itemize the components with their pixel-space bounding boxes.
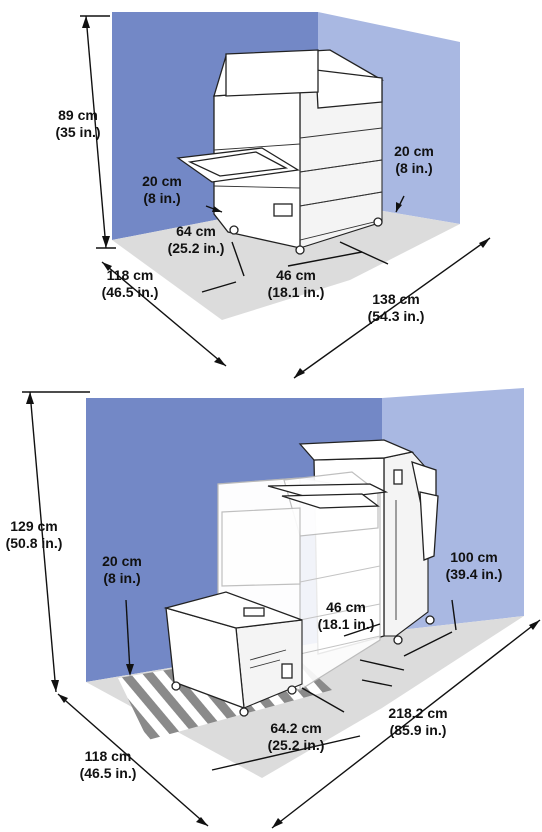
bottom-tray-depth-label: 64.2 cm — [270, 720, 321, 736]
top-right-clearance-label: 20 cm — [394, 143, 434, 159]
bottom-printer-width-label: 46 cm — [326, 599, 366, 615]
bottom-height-inch-label: (50.8 in.) — [6, 535, 63, 551]
top-dimensions — [80, 15, 491, 379]
top-labels: 89 cm (35 in.) 20 cm (8 in.) 20 cm (8 in… — [55, 107, 433, 324]
bottom-width-label: 218.2 cm — [388, 705, 447, 721]
top-width-inch-label: (54.3 in.) — [368, 308, 425, 324]
bottom-labels: 129 cm (50.8 in.) 20 cm (8 in.) 100 cm (… — [6, 518, 503, 781]
bottom-tray-depth-inch-label: (25.2 in.) — [268, 737, 325, 753]
top-floor — [112, 200, 460, 320]
top-tray-depth-label: 64 cm — [176, 223, 216, 239]
bottom-cart — [163, 591, 303, 717]
top-printer-width-label: 46 cm — [276, 267, 316, 283]
bottom-width-inch-label: (85.9 in.) — [390, 722, 447, 738]
bottom-left-clearance-label: 20 cm — [102, 553, 142, 569]
top-printer-width-inch-label: (18.1 in.) — [268, 284, 325, 300]
top-height-inch-label: (35 in.) — [55, 124, 100, 140]
bottom-finisher-clearance-label: 100 cm — [450, 549, 497, 565]
top-right-clearance-inch-label: (8 in.) — [395, 160, 432, 176]
bottom-left-clearance-inch-label: (8 in.) — [103, 570, 140, 586]
top-height-label: 89 cm — [58, 107, 98, 123]
bottom-printer-width-inch-label: (18.1 in.) — [318, 616, 375, 632]
top-printer — [176, 49, 385, 255]
top-left-clearance-inch-label: (8 in.) — [143, 190, 180, 206]
top-depth-inch-label: (46.5 in.) — [102, 284, 159, 300]
top-left-clearance-label: 20 cm — [142, 173, 182, 189]
bottom-finisher-clearance-inch-label: (39.4 in.) — [446, 566, 503, 582]
top-depth-label: 118 cm — [107, 267, 154, 283]
top-width-label: 138 cm — [372, 291, 419, 307]
bottom-dimensions — [22, 391, 541, 829]
bottom-depth-label: 118 cm — [85, 748, 132, 764]
bottom-height-label: 129 cm — [10, 518, 57, 534]
bottom-depth-inch-label: (46.5 in.) — [80, 765, 137, 781]
top-tray-depth-inch-label: (25.2 in.) — [168, 240, 225, 256]
